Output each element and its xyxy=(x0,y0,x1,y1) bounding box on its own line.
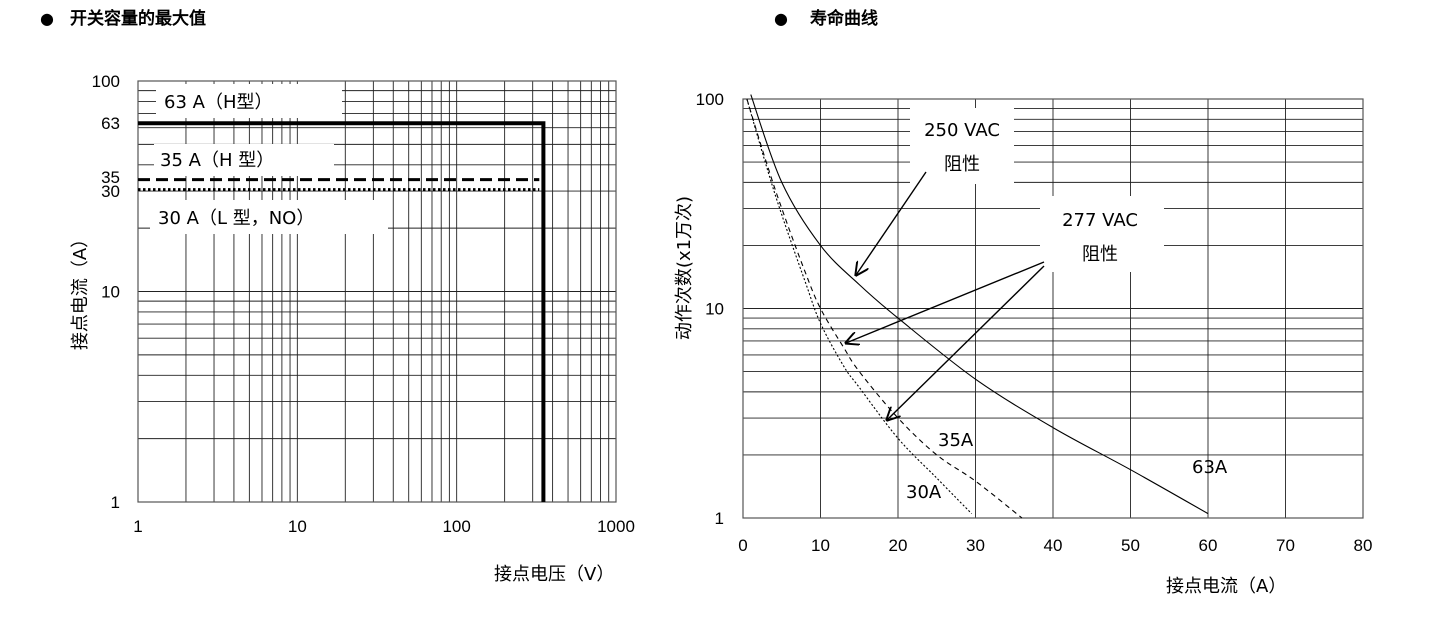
x-tick-label: 1 xyxy=(133,517,142,536)
y-tick-label: 10 xyxy=(705,300,724,319)
curve-label-30a: 30A xyxy=(906,482,942,503)
annotation-277vac-line1: 277 VAC xyxy=(1062,210,1138,231)
y-tick-label: 10 xyxy=(101,283,120,302)
annotation-box-250vac xyxy=(910,108,1014,184)
chart-left-plot-frame xyxy=(137,80,617,503)
y-tick-label: 100 xyxy=(696,90,724,109)
chart-left-series xyxy=(138,121,546,502)
series-curve-2 xyxy=(746,98,972,514)
chart-right-xlabel: 接点电流（A） xyxy=(1166,576,1286,597)
x-tick-label: 20 xyxy=(889,536,908,555)
legend-label-30a: 30 A（L 型，NO） xyxy=(158,208,314,229)
legend-label-35a: 35 A（H 型） xyxy=(160,150,274,171)
y-tick-label: 63 xyxy=(101,114,120,133)
x-tick-label: 30 xyxy=(966,536,985,555)
chart-left-xlabel: 接点电压（V） xyxy=(494,564,614,585)
y-tick-label: 100 xyxy=(92,72,120,91)
y-tick-label: 1 xyxy=(111,493,120,512)
curve-label-35a: 35A xyxy=(938,430,974,451)
legend-box-30a xyxy=(150,200,388,234)
bullet-right: ● xyxy=(774,9,788,28)
arrow-277vac-to-35a xyxy=(846,261,1045,343)
chart-right-plot-frame xyxy=(742,98,1364,519)
x-tick-label: 50 xyxy=(1121,536,1140,555)
legend-box-63a xyxy=(156,84,342,118)
annotation-277vac-line2: 阻性 xyxy=(1082,244,1118,265)
x-tick-label: 100 xyxy=(442,517,470,536)
x-tick-label: 80 xyxy=(1354,536,1373,555)
x-tick-label: 70 xyxy=(1276,536,1295,555)
arrow-250vac-to-63a xyxy=(856,171,927,275)
x-tick-label: 10 xyxy=(288,517,307,536)
x-tick-label: 0 xyxy=(738,536,747,555)
annotation-250vac-line2: 阻性 xyxy=(944,154,980,175)
series-line-0 xyxy=(138,121,546,502)
curve-label-63a: 63A xyxy=(1192,457,1228,478)
chart-life-curve: ● 寿命曲线 0 10 20 30 40 50 60 70 80 1 10 100 接点电流（A） 动… xyxy=(674,8,1372,597)
annotation-box-277vac xyxy=(1040,196,1164,272)
x-tick-label: 10 xyxy=(811,536,830,555)
chart-right-series xyxy=(746,94,1209,519)
chart-right-gridlines xyxy=(743,99,1363,518)
chart-right-title: 寿命曲线 xyxy=(810,8,878,29)
x-tick-label: 1000 xyxy=(597,517,635,536)
y-tick-label: 35 xyxy=(101,168,120,187)
x-tick-label: 40 xyxy=(1044,536,1063,555)
legend-label-63a: 63 A（H型） xyxy=(164,92,272,113)
y-tick-label: 1 xyxy=(715,509,724,528)
bullet-left: ● xyxy=(40,9,54,28)
legend-box-35a xyxy=(154,144,334,176)
chart-right-ylabel: 动作次数(x1万次) xyxy=(674,196,695,340)
chart-left-ylabel: 接点电流（A） xyxy=(70,230,91,350)
arrow-277vac-to-30a xyxy=(887,265,1045,420)
series-curve-0 xyxy=(750,94,1209,515)
y-tick-label: 30 xyxy=(101,182,120,201)
annotation-250vac-line1: 250 VAC xyxy=(924,120,1000,141)
chart-right-tick-labels: 0 10 20 30 40 50 60 70 80 1 10 100 xyxy=(696,90,1373,555)
chart-left-title: 开关容量的最大值 xyxy=(70,8,206,29)
x-tick-label: 60 xyxy=(1199,536,1218,555)
